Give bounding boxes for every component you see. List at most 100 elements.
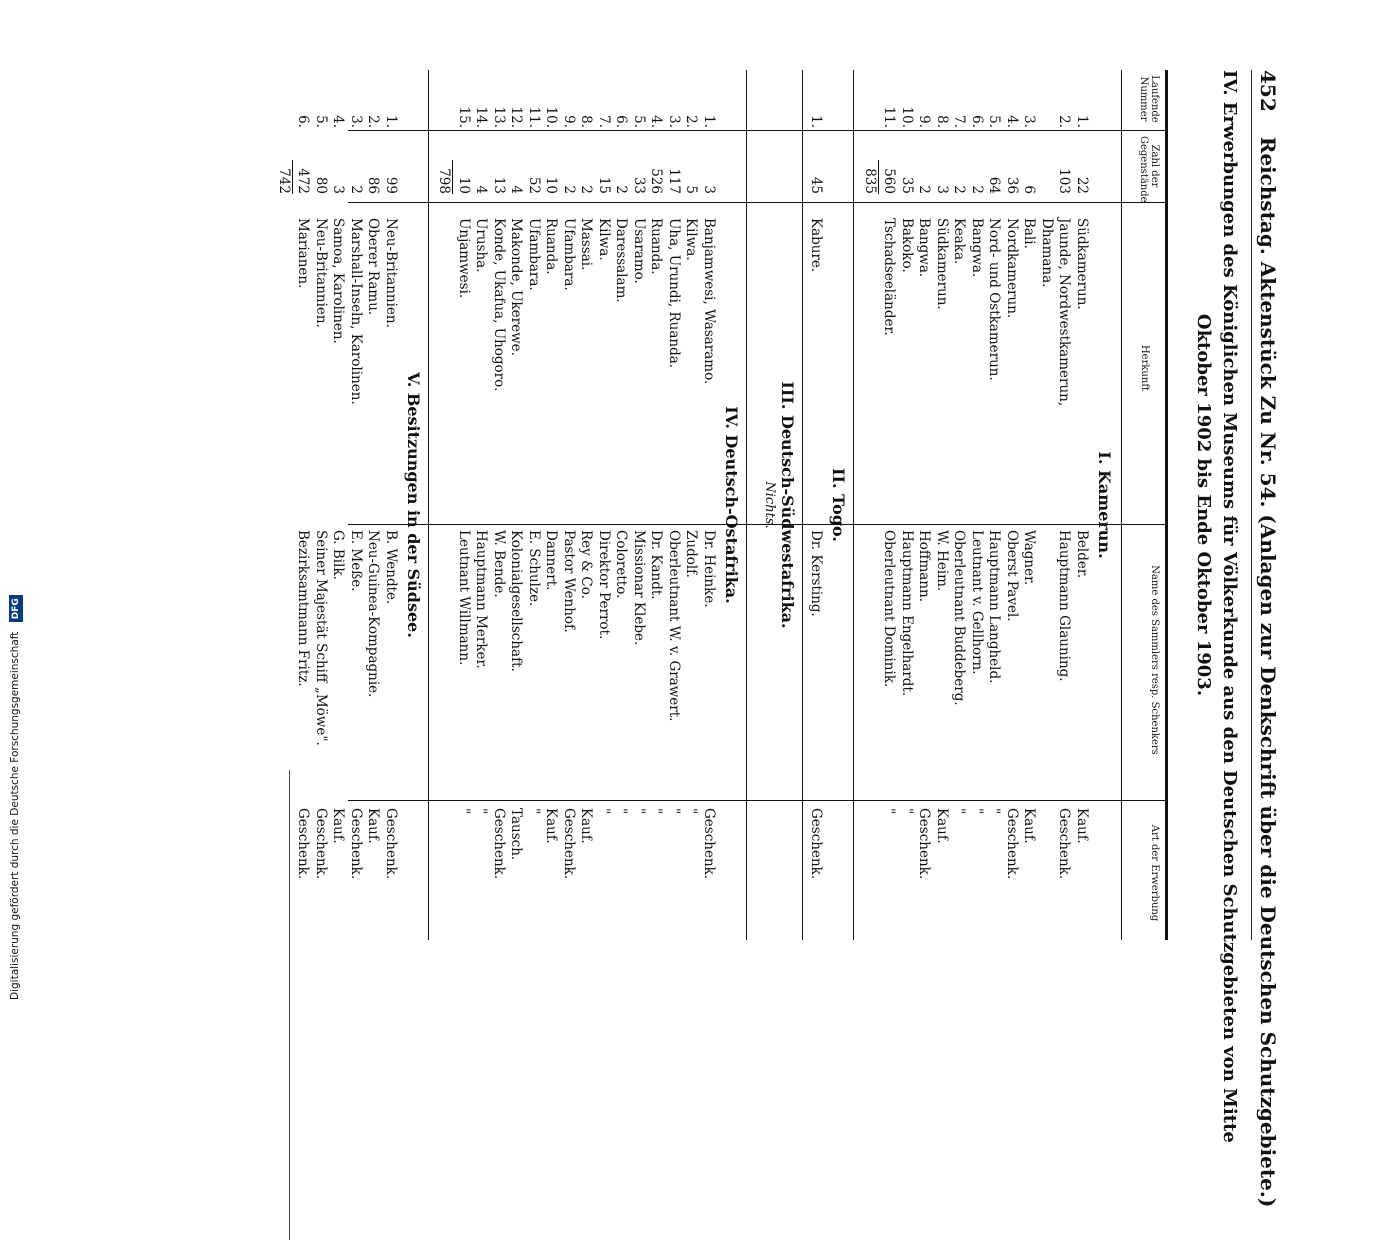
origin: Neu-Britannien. [313, 218, 329, 328]
origin: Kilwa. [596, 218, 612, 261]
acquisition-type: Geschenk. [916, 808, 933, 880]
acquisition-type: " [899, 808, 915, 815]
row-number: 15. [456, 106, 472, 128]
object-count: 6 [1021, 185, 1038, 194]
origin: Ruanda. [648, 218, 665, 275]
collector-name: Belder. [1074, 530, 1090, 579]
acquisition-type: Geschenk. [701, 808, 717, 880]
object-count: 64 [986, 176, 1003, 194]
sum-rule [878, 160, 879, 194]
row-number: 1. [701, 115, 717, 128]
acquisition-type: " [881, 808, 898, 815]
running-title: Reichstag. Aktenstück Zu Nr. 54. (Anlage… [1256, 136, 1280, 1208]
object-count: 80 [313, 176, 329, 194]
object-count: 117 [666, 168, 682, 194]
row-number: 14. [473, 106, 490, 128]
page-bottom-rule [289, 770, 290, 1240]
collector-name: Neu-Guinea-Kompagnie. [365, 530, 382, 698]
acquisition-type: Kauf. [1074, 808, 1090, 844]
object-count: 99 [383, 176, 399, 194]
origin: Jaunde, Nordwestkamerun, [1056, 218, 1073, 407]
acquisition-type: Kauf. [578, 808, 595, 844]
row-number: 5. [313, 115, 329, 128]
collector-name: Hoffmann. [916, 530, 933, 603]
acquisition-type: Geschenk. [295, 808, 312, 880]
origin: Usaramo. [631, 218, 647, 284]
origin: Neu-Britannien. [383, 218, 399, 328]
row-number: 5. [986, 115, 1003, 128]
acquisition-type: " [951, 808, 968, 815]
row-number: 1. [1074, 115, 1090, 128]
row-number: 5. [631, 115, 647, 128]
collector-name: Hauptmann Merker. [473, 530, 490, 669]
origin: Kilwa. [683, 218, 700, 261]
object-count: 2 [561, 185, 577, 194]
acquisition-type: Geschenk. [491, 808, 507, 880]
col-header-origin: Herkunft [1139, 344, 1150, 392]
collector-name: Leutnant Willmann. [456, 530, 472, 666]
collector-name: W. Bende. [491, 530, 507, 598]
header-bottom-rule [1121, 70, 1122, 940]
origin: Ufambara. [561, 218, 577, 291]
collector-name: G. Bilk. [330, 530, 347, 580]
origin: Nordkamerun. [1004, 218, 1020, 319]
origin: Keaka. [951, 218, 968, 265]
acquisition-type: " [613, 808, 630, 815]
sum-rule [292, 160, 293, 194]
acquisition-type: " [456, 808, 472, 815]
section-heading: V. Besitzungen in der Südsee. [404, 372, 423, 638]
row-number: 6. [613, 115, 630, 128]
acquisition-type: Geschenk. [561, 808, 577, 880]
object-count: 22 [1074, 176, 1090, 194]
collector-name: Hauptmann Engelhardt. [899, 530, 915, 697]
origin: Oberer Ramu. [365, 218, 382, 316]
origin: Ruanda. [543, 218, 560, 275]
acquisition-type: " [666, 808, 682, 815]
collector-name: E. Schulze. [526, 530, 542, 607]
origin: Südkamerun. [934, 218, 950, 310]
object-count: 2 [916, 185, 933, 194]
row-number: 10. [899, 106, 915, 128]
collector-name: Leutnant v. Gellhorn. [969, 530, 985, 675]
object-count: 103 [1056, 168, 1073, 194]
object-count: 526 [648, 168, 665, 194]
digitization-credit: Digitalisierung gefördert durch die Deut… [4, 0, 26, 1000]
acquisition-type: Geschenk. [348, 808, 364, 880]
object-count: 86 [365, 176, 382, 194]
running-header: 452 Reichstag. Aktenstück Zu Nr. 54. (An… [1256, 70, 1280, 1207]
origin: Uha, Urundi, Ruanda. [666, 218, 682, 369]
row-number: 11. [881, 106, 898, 128]
section-heading: II. Togo. [829, 468, 849, 542]
section-total: 835 [862, 168, 878, 194]
collector-name: Oberleutnant W. v. Grawert. [666, 530, 682, 722]
row-number: 2. [1056, 115, 1073, 128]
dfg-logo: DFG [9, 595, 23, 623]
object-count: 10 [543, 176, 560, 194]
acquisition-type: Kauf. [365, 808, 382, 844]
collector-name: E. Meße. [348, 530, 364, 592]
origin: Urusha. [473, 218, 490, 273]
row-number: 10. [543, 106, 560, 128]
object-count: 5 [683, 185, 700, 194]
col-header-name: Name des Sammlers resp. Schenkers [1149, 565, 1160, 755]
